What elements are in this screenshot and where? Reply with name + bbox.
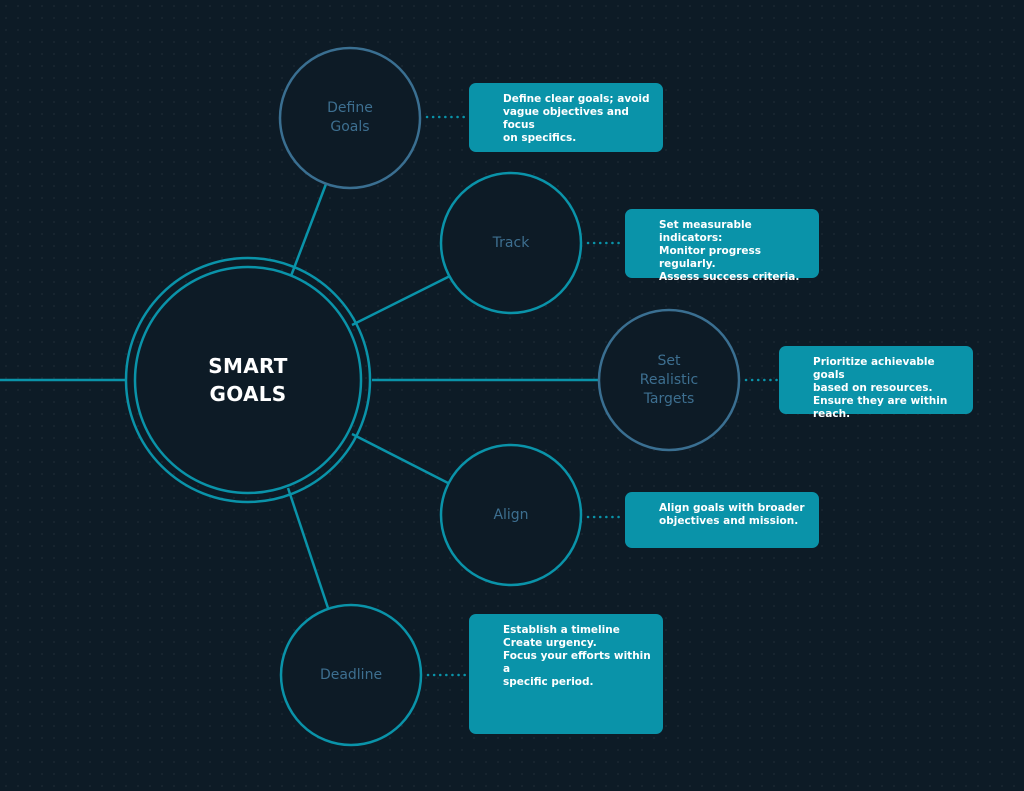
node-circle-align [439, 443, 583, 587]
info-box-track: Set measurable indicators: Monitor progr… [625, 209, 819, 283]
node-circle-set-realistic-targets [597, 308, 741, 452]
spoke-define-goals [289, 183, 328, 277]
node-circle-deadline [279, 603, 423, 747]
spoke-track [351, 274, 451, 327]
node-label-track: Track [492, 234, 530, 251]
info-box-define-goals: Define clear goals; avoid vague objectiv… [469, 83, 663, 152]
node-circle-define-goals [278, 46, 422, 190]
center-outer-ring [124, 256, 372, 504]
info-box-align: Align goals with broader objectives and … [625, 492, 819, 548]
center-inner-ring [133, 265, 363, 495]
info-box-set-realistic-targets: Prioritize achievable goals based on res… [779, 346, 973, 420]
center-title: SMART GOALS [208, 354, 288, 406]
node-label-deadline: Deadline [319, 666, 383, 683]
info-box-deadline: Establish a timeline Create urgency. Foc… [469, 614, 663, 734]
node-label-set-realistic-targets: Set Realistic Targets [639, 352, 699, 407]
node-circle-track [439, 171, 583, 315]
node-label-align: Align [493, 506, 529, 523]
spoke-deadline [286, 487, 330, 609]
spoke-align [351, 432, 451, 486]
node-label-define-goals: Define Goals [327, 100, 373, 135]
